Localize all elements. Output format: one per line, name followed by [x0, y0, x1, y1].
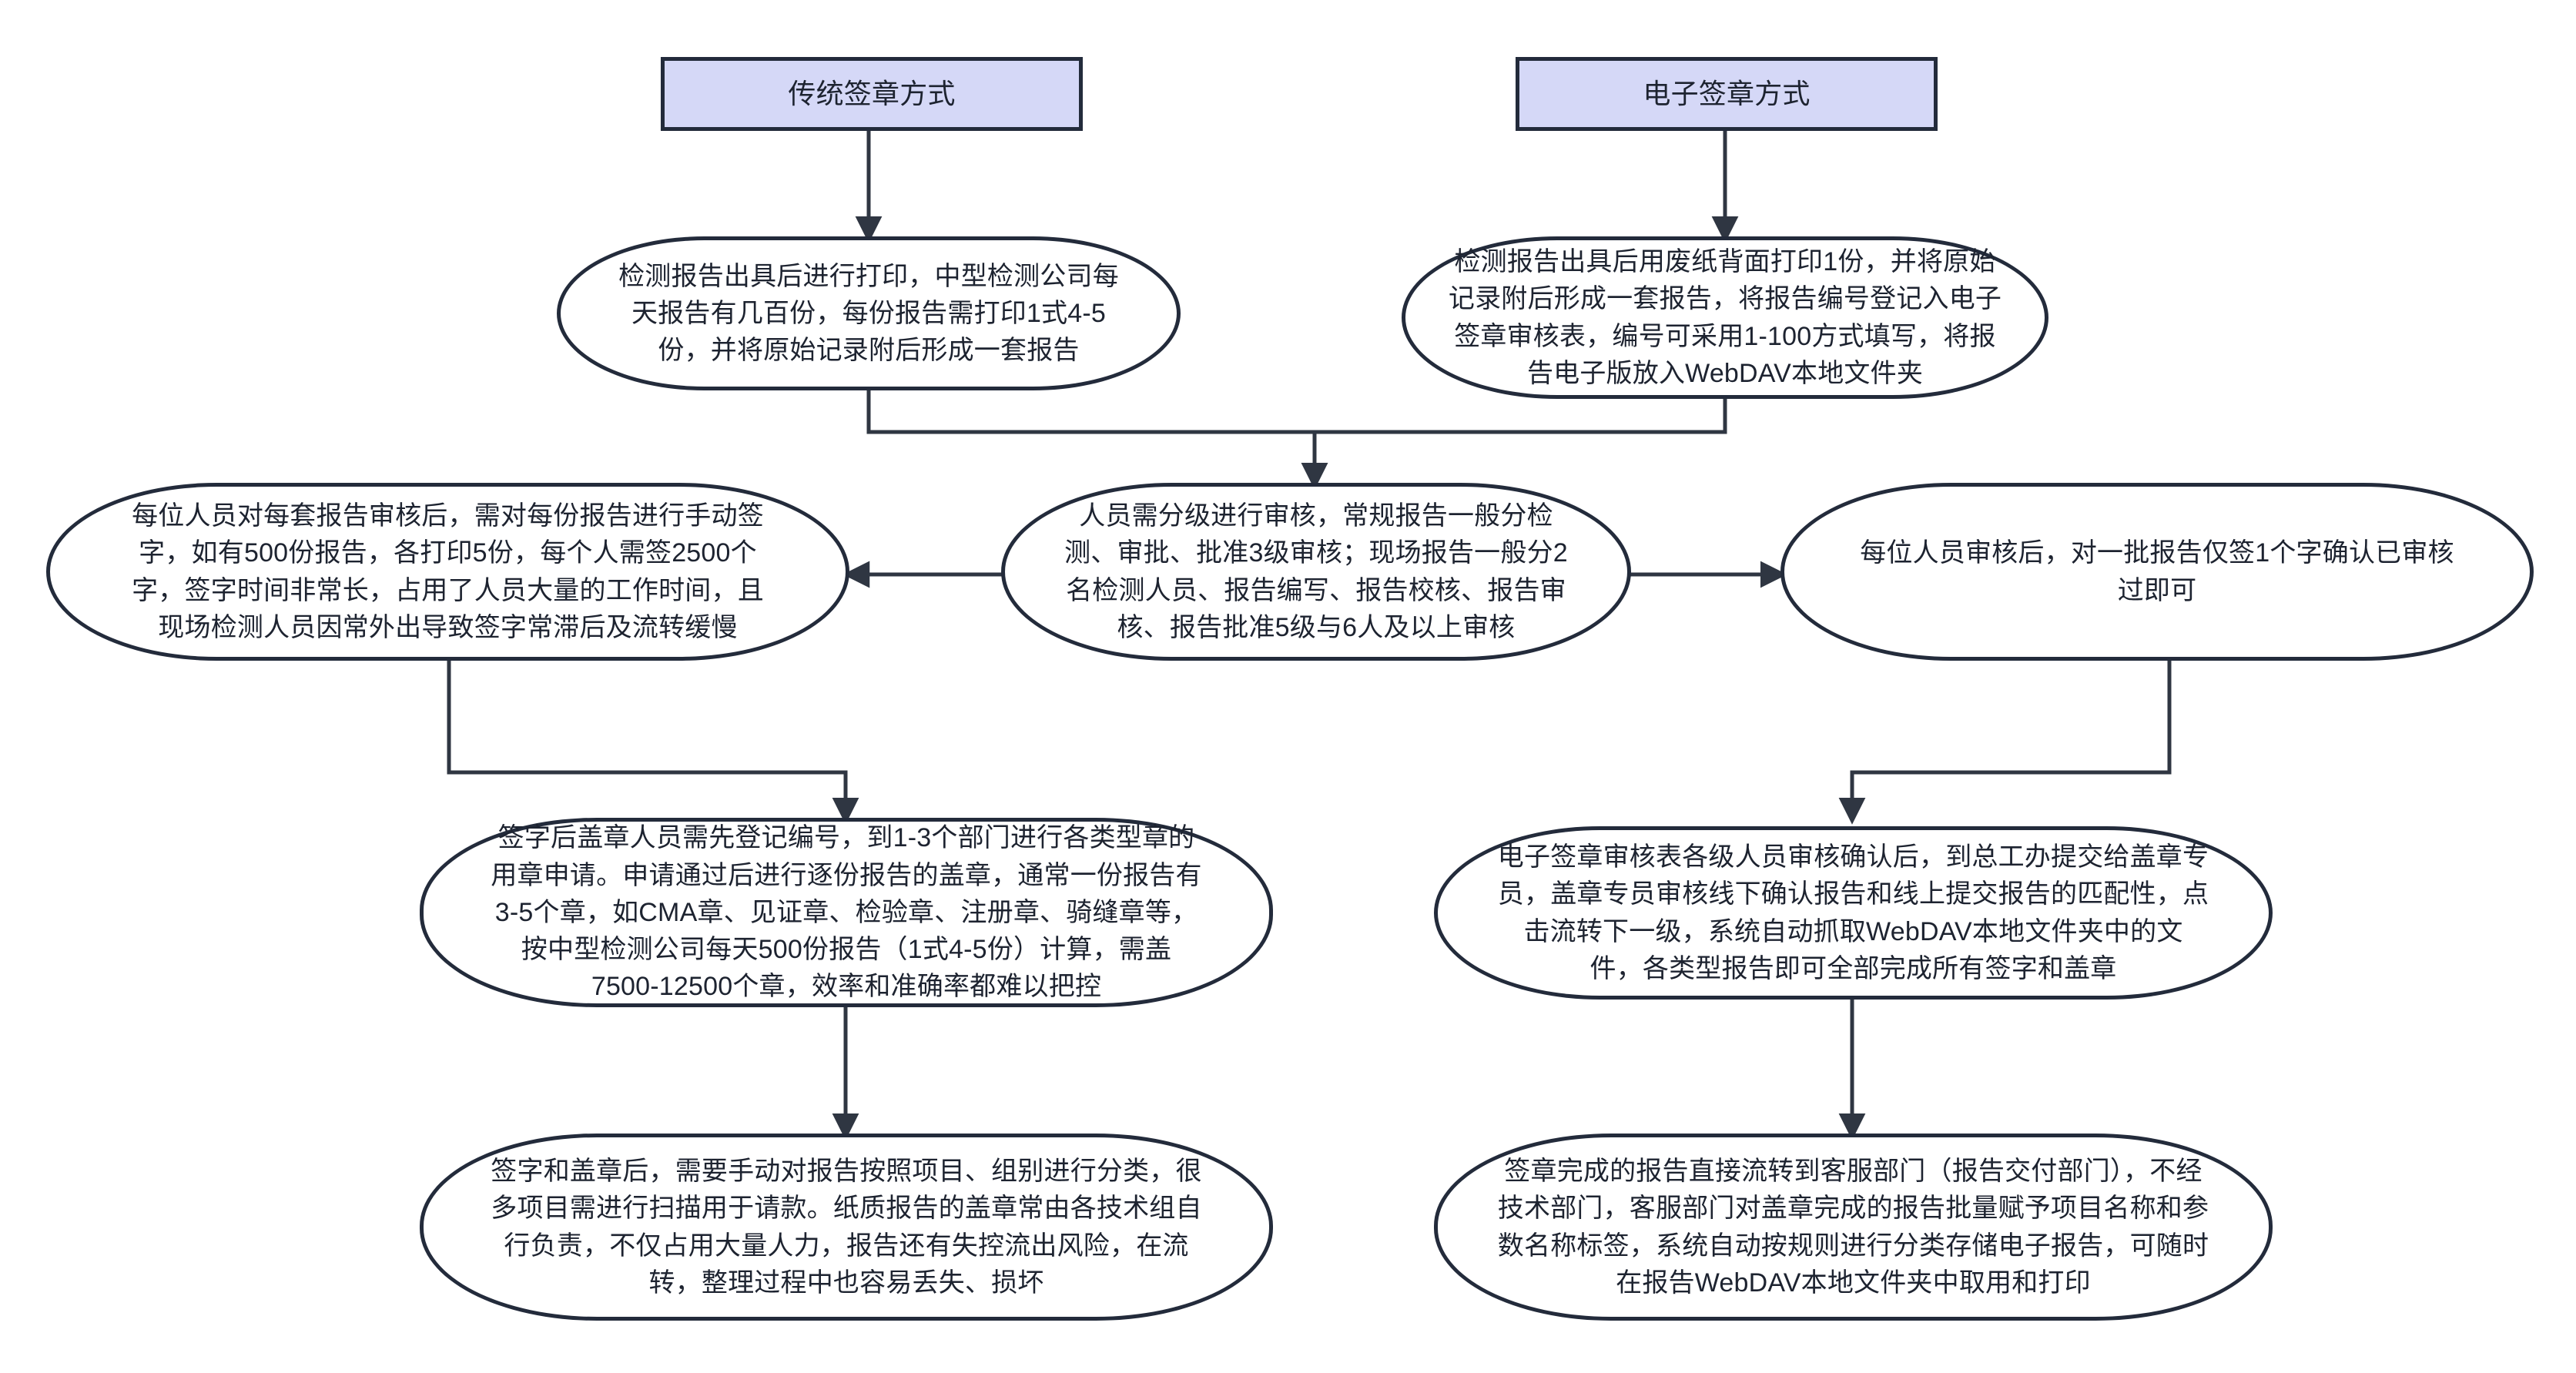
node-traditional-stamping[interactable]: 签字后盖章人员需先登记编号，到1-3个部门进行各类型章的 用章申请。申请通过后进… — [420, 818, 1273, 1007]
edge-trad-print-to-review — [866, 390, 1328, 490]
node-review-levels-label: 人员需分级进行审核，常规报告一般分检 测、审批、批准3级审核；现场报告一般分2 … — [1064, 501, 1568, 642]
node-traditional-signing-label: 每位人员对每套报告审核后，需对每份报告进行手动签 字，如有500份报告，各打印5… — [132, 501, 764, 642]
node-electronic-header[interactable]: 电子签章方式 — [1516, 57, 1938, 131]
node-electronic-stamping-label: 电子签章审核表各级人员审核确认后，到总工办提交给盖章专 员，盖章专员审核线下确认… — [1497, 842, 2209, 983]
node-electronic-archiving[interactable]: 签章完成的报告直接流转到客服部门（报告交付部门），不经 技术部门，客服部门对盖章… — [1434, 1134, 2273, 1321]
node-traditional-print[interactable]: 检测报告出具后进行打印，中型检测公司每 天报告有几百份，每份报告需打印1式4-5… — [557, 236, 1181, 390]
node-electronic-archiving-label: 签章完成的报告直接流转到客服部门（报告交付部门），不经 技术部门，客服部门对盖章… — [1497, 1156, 2209, 1298]
node-electronic-signing-label: 每位人员审核后，对一批报告仅签1个字确认已审核 过即可 — [1860, 538, 2454, 605]
node-electronic-print[interactable]: 检测报告出具后用废纸背面打印1份，并将原始 记录附后形成一套报告，将报告编号登记… — [1402, 236, 2048, 399]
node-traditional-header[interactable]: 传统签章方式 — [661, 57, 1083, 131]
node-electronic-print-label: 检测报告出具后用废纸背面打印1份，并将原始 记录附后形成一套报告，将报告编号登记… — [1448, 246, 2002, 388]
edge-elec-print-to-review — [1301, 399, 1727, 490]
node-traditional-archiving[interactable]: 签字和盖章后，需要手动对报告按照项目、组别进行分类，很 多项目需进行扫描用于请款… — [420, 1134, 1273, 1321]
node-traditional-archiving-label: 签字和盖章后，需要手动对报告按照项目、组别进行分类，很 多项目需进行扫描用于请款… — [491, 1156, 1202, 1298]
node-traditional-header-label: 传统签章方式 — [788, 78, 956, 110]
edge-elec-sign-to-stamp — [1838, 661, 2172, 825]
node-electronic-header-label: 电子签章方式 — [1643, 78, 1811, 110]
node-traditional-signing[interactable]: 每位人员对每套报告审核后，需对每份报告进行手动签 字，如有500份报告，各打印5… — [46, 483, 849, 661]
node-traditional-print-label: 检测报告出具后进行打印，中型检测公司每 天报告有几百份，每份报告需打印1式4-5… — [618, 261, 1119, 366]
node-electronic-signing[interactable]: 每位人员审核后，对一批报告仅签1个字确认已审核 过即可 — [1780, 483, 2534, 661]
node-traditional-stamping-label: 签字后盖章人员需先登记编号，到1-3个部门进行各类型章的 用章申请。申请通过后进… — [491, 823, 1202, 1002]
node-review-levels[interactable]: 人员需分级进行审核，常规报告一般分检 测、审批、批准3级审核；现场报告一般分2 … — [1001, 483, 1631, 661]
node-electronic-stamping[interactable]: 电子签章审核表各级人员审核确认后，到总工办提交给盖章专 员，盖章专员审核线下确认… — [1434, 826, 2273, 1000]
edge-trad-sign-to-stamp — [447, 661, 859, 825]
